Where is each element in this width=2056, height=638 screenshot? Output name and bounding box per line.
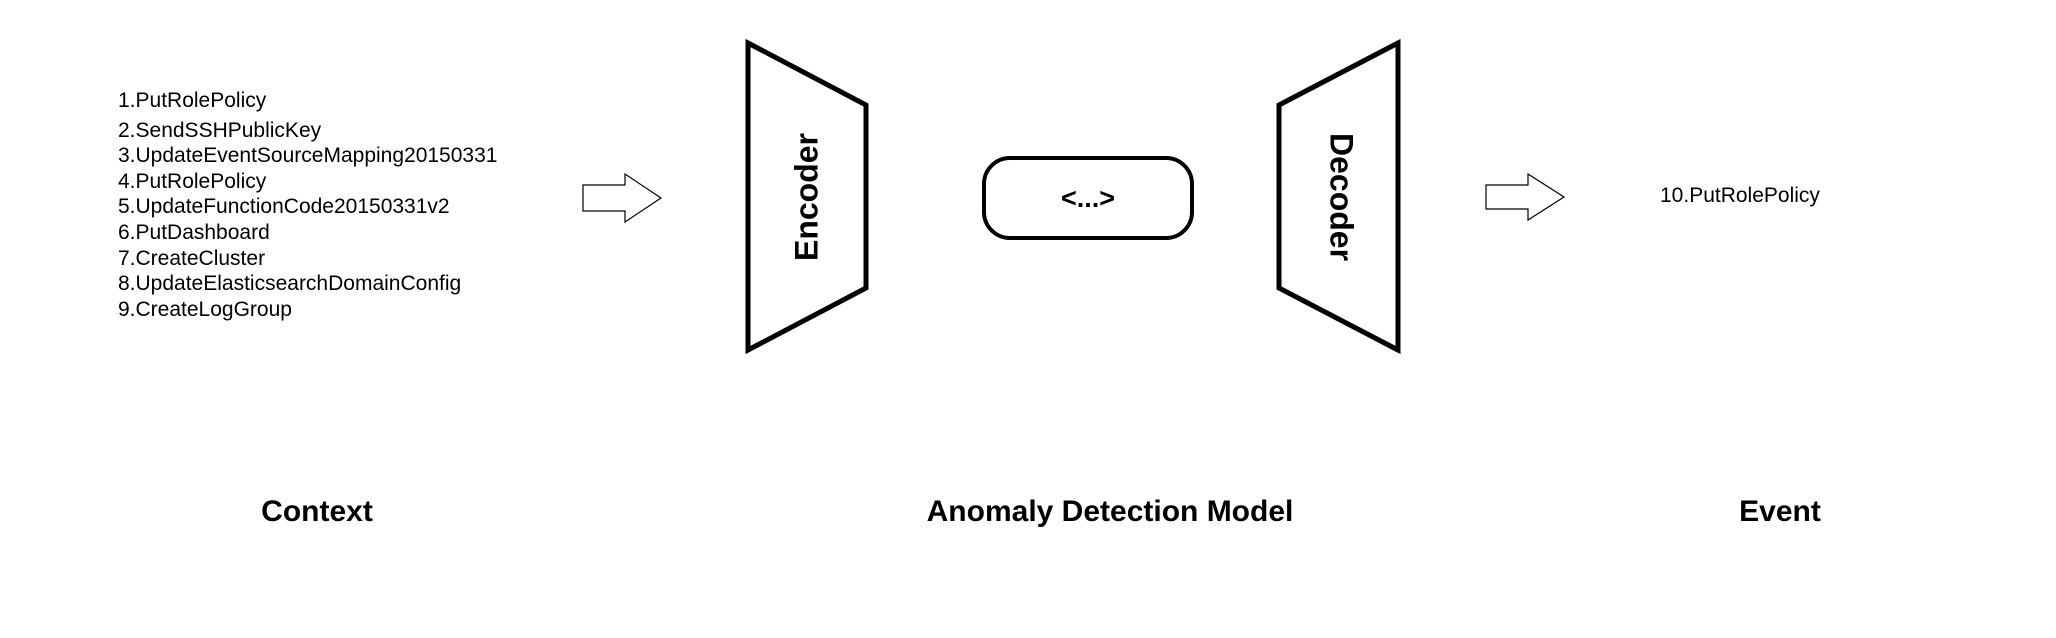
encoder-block — [745, 38, 869, 355]
context-item: 2.SendSSHPublicKey — [118, 118, 322, 142]
event-section-label: Event — [1739, 495, 1821, 528]
context-item: 8.UpdateElasticsearchDomainConfig — [118, 272, 462, 296]
context-item: 1.PutRolePolicy — [118, 89, 267, 112]
context-item: 6.PutDashboard — [118, 220, 270, 244]
latent-label: <...> — [1061, 183, 1115, 213]
context-to-encoder-arrow — [582, 172, 663, 224]
decoder-label: Decoder — [1324, 133, 1360, 261]
decoder-block — [1276, 38, 1401, 355]
context-item: 4.PutRolePolicy — [118, 169, 267, 193]
decoder-to-event-arrow — [1485, 172, 1566, 222]
context-item: 7.CreateCluster — [118, 246, 266, 270]
event-item: 10.PutRolePolicy — [1660, 184, 1820, 207]
model-section-label: Anomaly Detection Model — [926, 495, 1294, 528]
context-item: 9.CreateLogGroup — [118, 297, 292, 321]
context-sequence-list: 1.PutRolePolicy 2.SendSSHPublicKey 3.Upd… — [118, 88, 497, 322]
context-item: 3.UpdateEventSourceMapping20150331 — [118, 144, 498, 168]
context-section-label: Context — [261, 495, 373, 528]
context-item: 5.UpdateFunctionCode20150331v2 — [118, 195, 450, 219]
latent-block — [982, 156, 1194, 240]
encoder-label: Encoder — [788, 133, 824, 261]
